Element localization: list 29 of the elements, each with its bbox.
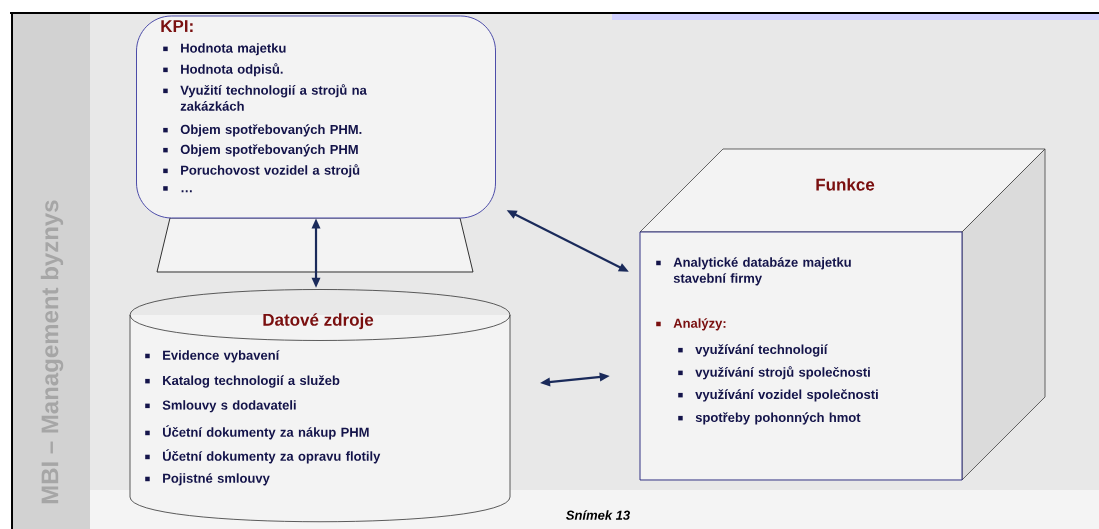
bullet-item: Hodnota odpisů.	[163, 63, 283, 77]
bullet-item: Hodnota majetku	[163, 43, 286, 56]
bullet-item: Využití technologií a strojů na zakázkách	[163, 84, 367, 111]
bullet-item: Evidence vybavení	[145, 350, 280, 363]
bullet-item: Smlouvy s dodavateli	[145, 400, 296, 413]
bullet-item: využívání vozidel společnosti	[678, 389, 878, 402]
heading: Datové zdroje	[263, 313, 374, 330]
bullet-item: Objem spotřebovaných PHM	[163, 144, 358, 157]
slide-number: Snímek 13	[566, 510, 630, 520]
monitor	[136, 15, 496, 273]
bullet-item: Účetní dokumenty za opravu flotily	[145, 449, 381, 464]
bullet-item: Katalog technologií a služeb	[145, 375, 340, 388]
cube	[639, 148, 1046, 481]
bullet-item: Analýzy:	[656, 318, 726, 331]
arrow	[506, 210, 629, 272]
arrow	[311, 218, 321, 288]
database-cylinder	[129, 289, 511, 523]
bullet-item: Poruchovost vozidel a strojů	[163, 164, 360, 178]
heading: Funkce	[816, 178, 875, 191]
bullet-item: spotřeby pohonných hmot	[678, 412, 861, 425]
bullet-item: Účetní dokumenty za nákup PHM	[145, 425, 369, 440]
bullet-item: využívání technologií	[678, 344, 828, 357]
arrow	[540, 372, 610, 387]
bullet-item: …	[163, 186, 192, 193]
heading: KPI:	[161, 20, 193, 32]
bullet-item: využívání strojů společnosti	[678, 366, 870, 380]
bullet-item: Analytické databáze majetku stavební firmy	[656, 257, 851, 286]
bullet-item: Pojistné smlouvy	[145, 473, 270, 486]
bullet-item: Objem spotřebovaných PHM.	[163, 124, 362, 137]
